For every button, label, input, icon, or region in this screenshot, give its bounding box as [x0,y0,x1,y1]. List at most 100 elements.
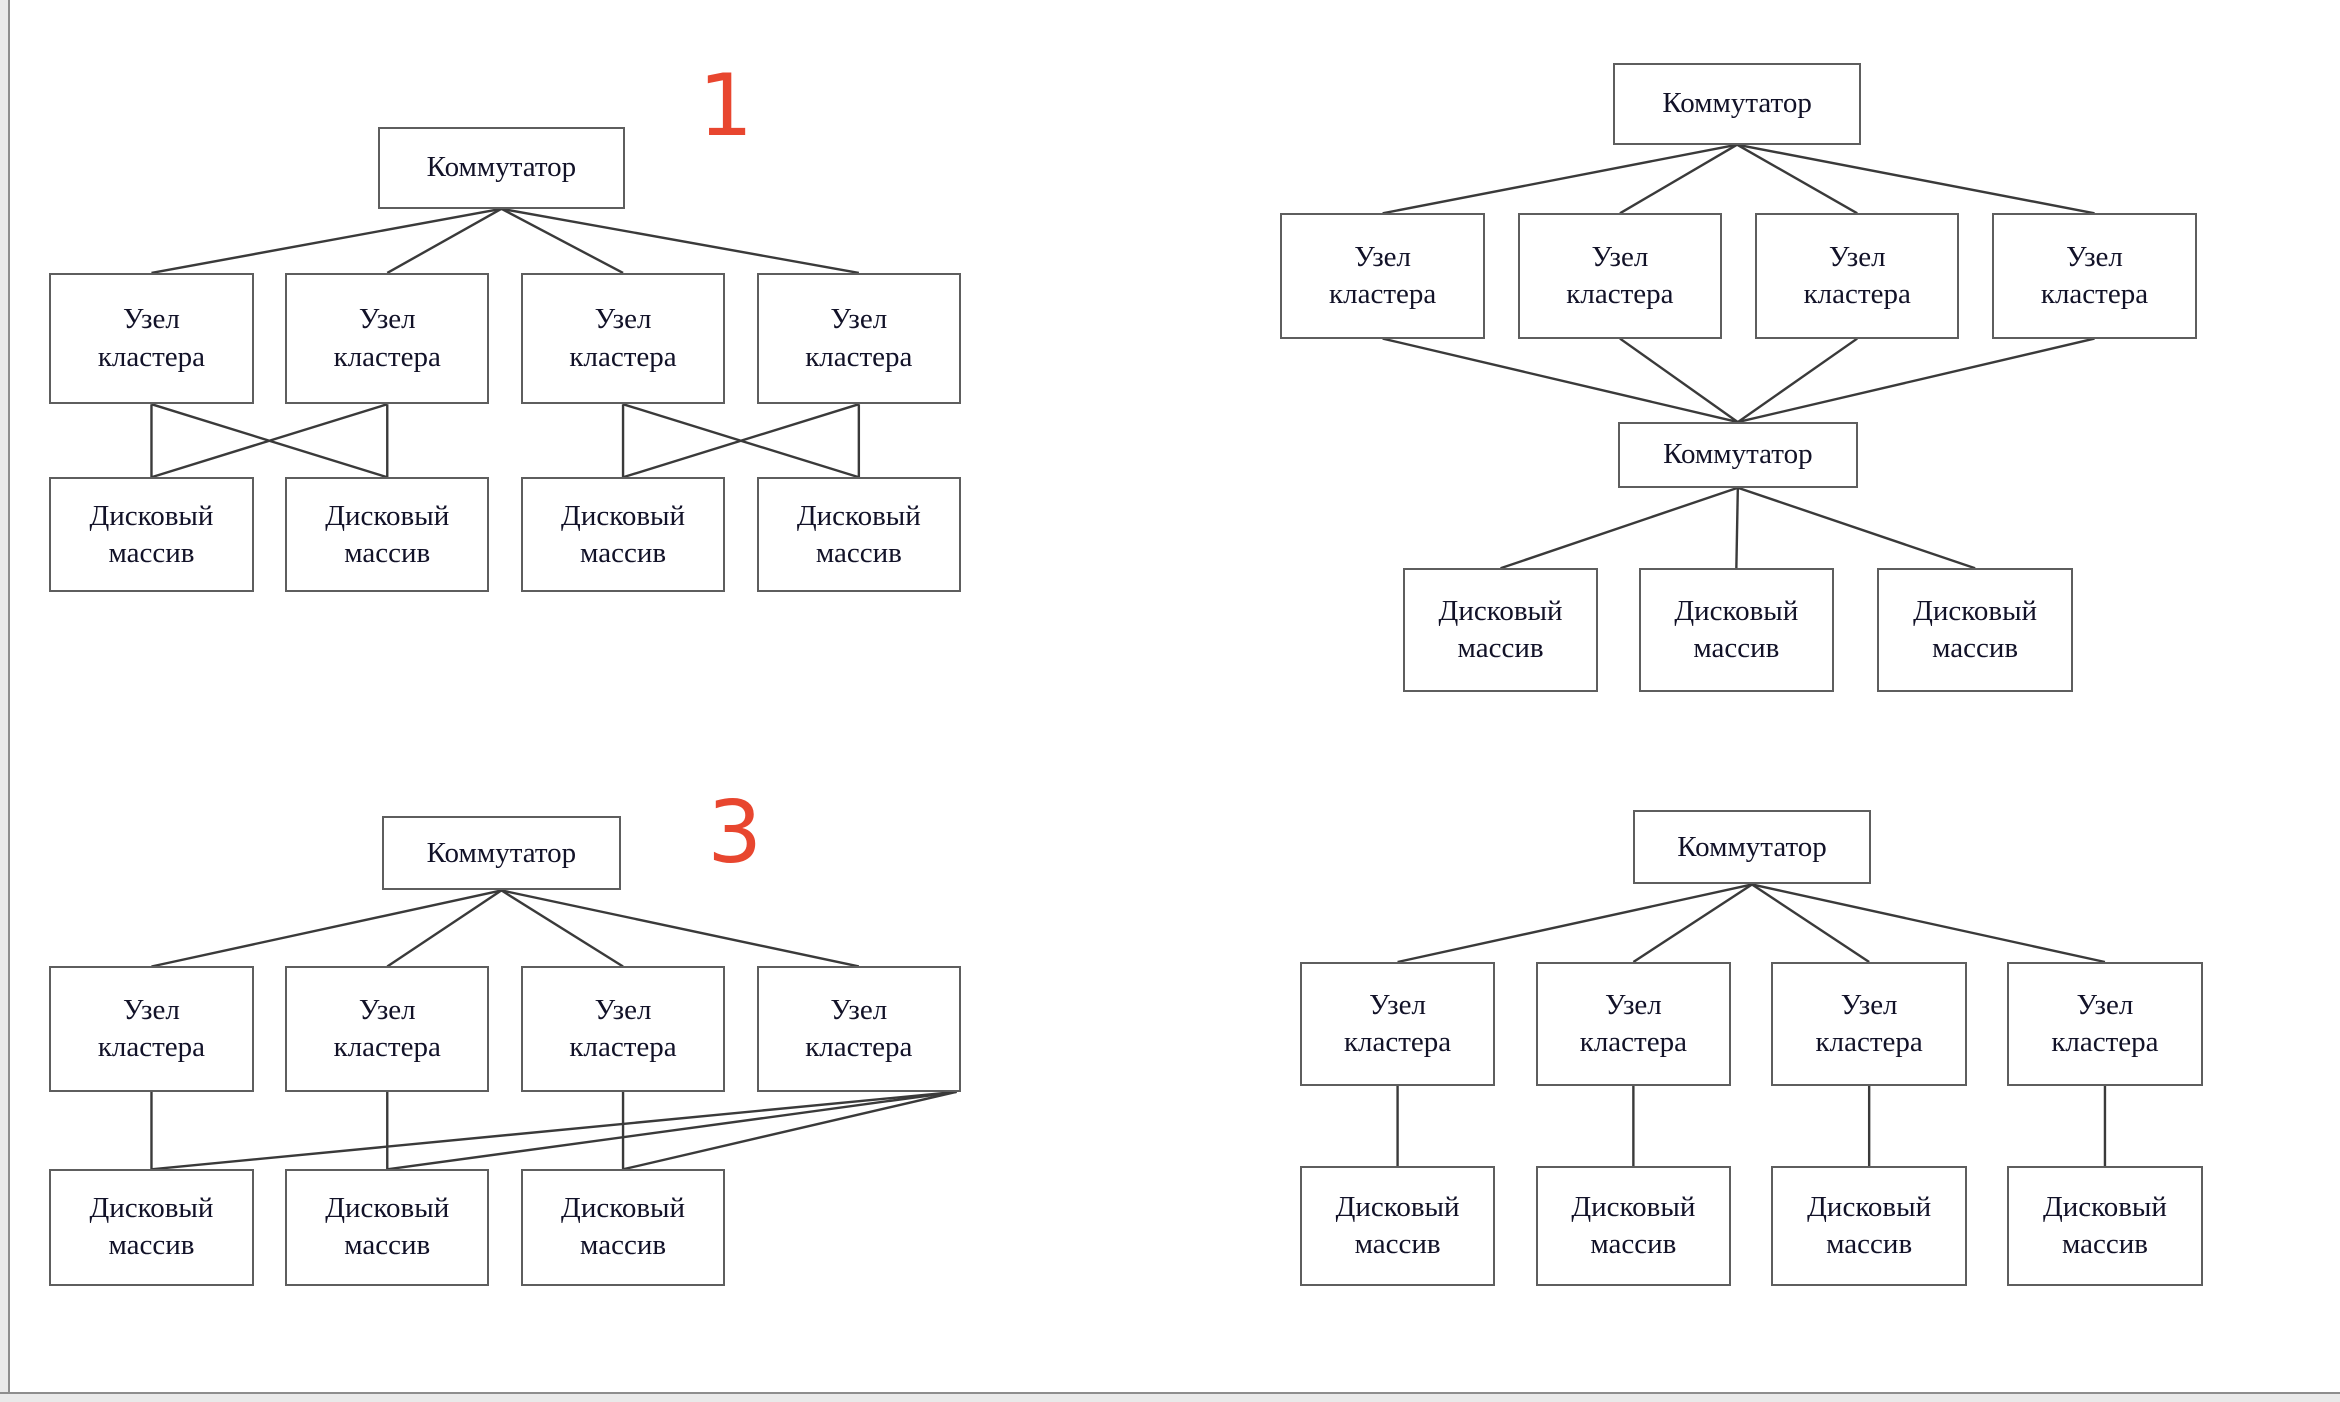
figure-1-edge-switch-to-cluster-node-2 [386,207,503,274]
node-label-line2: массив [1590,1228,1677,1260]
figure-1-edge-switch-to-cluster-node-1 [151,207,502,275]
node-label-line1: Узел [1840,988,1898,1021]
figure-3-number: 3 [707,783,763,884]
node-label-line1: Дисковый [561,1192,686,1225]
figure-2-disk-array-2: Дисковый массив [1638,568,1835,693]
node-label-line1: Узел [358,303,416,336]
node-label-line2: кластера [333,340,441,373]
figure-1-edge-cluster-node-2-to-disk-array-1 [151,403,388,479]
node-label-line2: кластера [2051,1025,2159,1058]
node-label-line2: массив [580,536,667,569]
figure-3-edge-switch-to-cluster-node-1 [151,889,502,968]
figure-2-cluster-node-4: Узел кластера [1992,213,2197,339]
figure-3-edge-cluster-node-4-to-disk-array-2 [387,1090,957,1171]
figure-4-disk-array-3: Дисковый массив [1771,1166,1967,1286]
node-label-line2: кластера [569,1031,677,1064]
figure-1-cluster-node-1: Узел кластера [49,272,254,405]
node-label-line2: массив [1826,1228,1913,1260]
node-label-line2: массив [2061,1228,2148,1260]
figure-1-edge-cluster-node-3-to-disk-array-4 [622,403,860,479]
node-label-line2: кластера [569,340,677,373]
figure-2-edge-switch-bottom-to-disk-array-2 [1735,487,1740,569]
figure-4-edge-switch-to-cluster-node-1 [1397,883,1753,964]
figure-2-edge-switch-top-to-cluster-node-2 [1619,143,1738,215]
figure-3-edge-switch-to-cluster-node-4 [501,889,860,968]
node-label-line1: Дисковый [1674,595,1799,628]
figure-3-edge-switch-to-cluster-node-2 [386,889,503,968]
figure-3-edge-cluster-node-4-to-disk-array-3 [622,1090,957,1171]
node-label-line2: кластера [1566,277,1674,310]
figure-2-switch-bottom: Коммутатор [1617,422,1858,488]
figure-2-edge-switch-bottom-to-disk-array-1 [1500,486,1739,570]
node-label-line1: Дисковый [1571,1190,1696,1223]
node-label-line2: кластера [1343,1025,1452,1058]
figure-3-disk-array-2: Дисковый массив [285,1169,490,1286]
node-label-line1: Узел [1604,988,1662,1021]
node-label-line1: Узел [1828,240,1886,273]
node-label-line2: кластера [97,1031,206,1064]
node-label-line2: кластера [97,340,206,373]
node-label-line1: Дисковый [89,499,214,532]
figure-4-switch: Коммутатор [1632,809,1872,885]
node-label-line1: Узел [594,994,652,1027]
figure-3-disk-array-3: Дисковый массив [520,1169,726,1286]
figure-1-switch: Коммутатор [377,126,626,209]
figure-1-number: 1 [698,55,754,156]
node-label-line2: кластера [1579,1025,1687,1058]
node-label-line2: массив [344,1229,431,1262]
node-label-line1: Узел [1591,240,1649,273]
node-label-line1: Дисковый [1438,595,1563,628]
figure-2-cluster-node-2: Узел кластера [1517,213,1723,339]
node-label-line1: Дисковый [1335,1190,1460,1223]
node-label-line2: кластера [805,1031,913,1064]
figure-3-edge-cluster-node-4-to-disk-array-1 [151,1090,957,1171]
node-label-line2: кластера [2040,277,2149,310]
node-label-line1: Дисковый [325,1192,450,1225]
figure-2-switch-top: Коммутатор [1613,62,1861,145]
node-label: Коммутатор [1677,830,1827,863]
node-label-line1: Узел [1354,240,1412,273]
node-label-line1: Узел [594,303,652,336]
figure-4-edge-switch-to-cluster-node-4 [1751,883,2106,964]
node-label-line2: массив [108,1229,195,1262]
figure-1-cluster-node-3: Узел кластера [520,272,726,405]
figure-2-cluster-node-1: Узел кластера [1280,213,1485,339]
figure-2-edge-switch-top-to-cluster-node-4 [1736,143,2095,215]
node-label-line2: массив [344,536,431,569]
node-label-line2: кластера [805,340,913,373]
node-label-line2: кластера [1803,277,1911,310]
node-label-line1: Узел [123,994,180,1027]
figure-1-edge-cluster-node-1-to-disk-array-2 [151,403,388,479]
figure-2-edge-switch-top-to-cluster-node-1 [1382,143,1738,215]
node-label-line2: кластера [1329,277,1437,310]
node-label-line1: Узел [2066,240,2123,273]
node-label-line1: Дисковый [1807,1190,1932,1223]
node-label-line2: кластера [333,1031,441,1064]
node-label-line2: массив [1693,632,1780,665]
node-label-line2: кластера [1815,1025,1923,1058]
figure-4-cluster-node-3: Узел кластера [1771,962,1967,1086]
node-label-line2: массив [815,536,902,569]
figure-4-cluster-node-4: Узел кластера [2007,962,2203,1086]
figure-2-edge-cluster-node-1-to-switch-bottom [1382,337,1739,424]
node-label-line2: массив [580,1229,667,1262]
node-label: Коммутатор [426,151,577,184]
node-label-line1: Узел [123,303,180,336]
node-label-line2: массив [1932,632,2019,665]
node-label-line1: Дисковый [561,499,686,532]
node-label-line1: Узел [2076,988,2134,1021]
figure-2-edge-cluster-node-3-to-switch-bottom [1737,337,1858,424]
figure-4-disk-array-2: Дисковый массив [1535,1166,1732,1286]
